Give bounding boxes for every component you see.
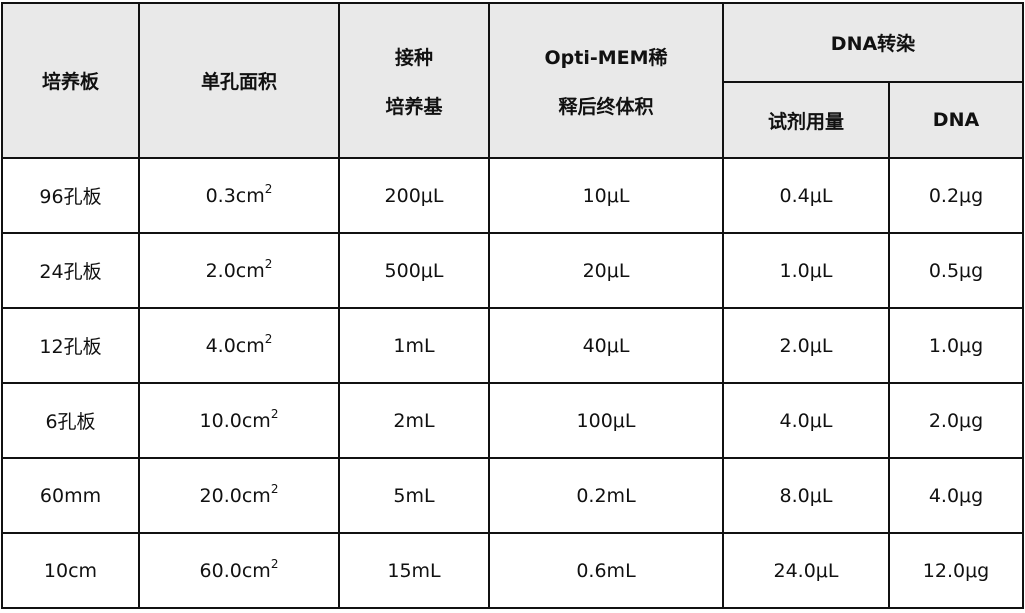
cell-area: 10.0cm2	[138, 382, 340, 459]
cell-optimem-text: 100μL	[576, 409, 636, 432]
cell-dna: 2.0μg	[888, 382, 1024, 459]
table-row: 12孔板 4.0cm2 1mL 40μL 2.0μL 1.0μg	[1, 307, 1024, 384]
cell-area-text: 2.0cm	[205, 259, 265, 282]
cell-dna-text: 4.0μg	[928, 484, 984, 507]
cell-area: 4.0cm2	[138, 307, 340, 384]
header-medium-line1: 接种	[394, 46, 433, 69]
cell-reagent-text: 1.0μL	[779, 259, 833, 282]
cell-plate-text: 12孔板	[39, 336, 102, 358]
cell-area: 0.3cm2	[138, 157, 340, 234]
header-medium-line2: 培养基	[385, 95, 443, 118]
cell-reagent-text: 8.0μL	[779, 484, 833, 507]
cell-medium-text: 2mL	[393, 409, 435, 432]
cell-reagent: 8.0μL	[722, 457, 890, 534]
cell-plate: 96孔板	[1, 157, 140, 234]
cell-area-text: 0.3cm	[205, 184, 265, 207]
cell-optimem-text: 0.6mL	[576, 559, 636, 582]
cell-plate: 60mm	[1, 457, 140, 534]
cell-area-text: 4.0cm	[205, 334, 265, 357]
cell-medium-text: 200μL	[384, 184, 444, 207]
cell-plate-text: 24孔板	[39, 261, 102, 283]
table-row: 60mm 20.0cm2 5mL 0.2mL 8.0μL 4.0μg	[1, 457, 1024, 534]
cell-medium-text: 15mL	[387, 559, 441, 582]
cell-reagent-text: 24.0μL	[773, 559, 839, 582]
superscript: 2	[264, 256, 273, 271]
cell-dna-text: 2.0μg	[928, 409, 984, 432]
cell-medium-text: 500μL	[384, 259, 444, 282]
header-medium: 接种培养基	[338, 2, 490, 159]
table-row: 10cm 60.0cm2 15mL 0.6mL 24.0μL 12.0μg	[1, 532, 1024, 609]
cell-reagent: 0.4μL	[722, 157, 890, 234]
cell-optimem: 10μL	[488, 157, 724, 234]
cell-medium: 200μL	[338, 157, 490, 234]
superscript: 2	[270, 406, 279, 421]
cell-plate: 10cm	[1, 532, 140, 609]
cell-medium-text: 1mL	[393, 334, 435, 357]
cell-dna-text: 0.2μg	[928, 184, 984, 207]
superscript: 2	[270, 481, 279, 496]
cell-optimem-text: 40μL	[582, 334, 630, 357]
cell-optimem: 100μL	[488, 382, 724, 459]
header-reagent: 试剂用量	[722, 81, 890, 159]
cell-reagent-text: 2.0μL	[779, 334, 833, 357]
table-row: 6孔板 10.0cm2 2mL 100μL 4.0μL 2.0μg	[1, 382, 1024, 459]
cell-plate-text: 10cm	[43, 559, 98, 582]
header-dna: DNA	[888, 81, 1024, 159]
cell-reagent: 4.0μL	[722, 382, 890, 459]
cell-medium: 15mL	[338, 532, 490, 609]
cell-area: 2.0cm2	[138, 232, 340, 309]
cell-area: 60.0cm2	[138, 532, 340, 609]
cell-dna-text: 1.0μg	[928, 334, 984, 357]
cell-plate: 12孔板	[1, 307, 140, 384]
cell-dna: 1.0μg	[888, 307, 1024, 384]
cell-optimem-text: 0.2mL	[576, 484, 636, 507]
superscript: 2	[264, 181, 273, 196]
cell-area: 20.0cm2	[138, 457, 340, 534]
cell-reagent-text: 4.0μL	[779, 409, 833, 432]
cell-dna-text: 0.5μg	[928, 259, 984, 282]
cell-medium: 2mL	[338, 382, 490, 459]
table-row: 96孔板 0.3cm2 200μL 10μL 0.4μL 0.2μg	[1, 157, 1024, 234]
cell-area-text: 10.0cm	[199, 409, 271, 432]
cell-reagent-text: 0.4μL	[779, 184, 833, 207]
cell-area-text: 20.0cm	[199, 484, 271, 507]
header-optimem: Opti-MEM稀释后终体积	[488, 2, 724, 159]
cell-plate: 6孔板	[1, 382, 140, 459]
cell-dna: 0.5μg	[888, 232, 1024, 309]
table-row: 24孔板 2.0cm2 500μL 20μL 1.0μL 0.5μg	[1, 232, 1024, 309]
header-area: 单孔面积	[138, 2, 340, 159]
cell-optimem: 0.6mL	[488, 532, 724, 609]
cell-medium: 500μL	[338, 232, 490, 309]
header-optimem-line1: Opti-MEM稀	[544, 46, 668, 69]
cell-reagent: 1.0μL	[722, 232, 890, 309]
cell-plate: 24孔板	[1, 232, 140, 309]
cell-dna-text: 12.0μg	[922, 559, 990, 582]
header-optimem-line2: 释后终体积	[558, 95, 654, 118]
cell-plate-text: 6孔板	[45, 411, 96, 433]
cell-dna: 12.0μg	[888, 532, 1024, 609]
cell-optimem: 40μL	[488, 307, 724, 384]
cell-medium: 1mL	[338, 307, 490, 384]
header-dna-transfection: DNA转染	[722, 2, 1024, 83]
cell-optimem-text: 10μL	[582, 184, 630, 207]
cell-optimem: 20μL	[488, 232, 724, 309]
superscript: 2	[264, 331, 273, 346]
cell-reagent: 24.0μL	[722, 532, 890, 609]
cell-medium: 5mL	[338, 457, 490, 534]
cell-dna: 0.2μg	[888, 157, 1024, 234]
cell-medium-text: 5mL	[393, 484, 435, 507]
cell-dna: 4.0μg	[888, 457, 1024, 534]
cell-plate-text: 96孔板	[39, 186, 102, 208]
cell-reagent: 2.0μL	[722, 307, 890, 384]
cell-plate-text: 60mm	[39, 484, 102, 507]
cell-area-text: 60.0cm	[199, 559, 271, 582]
cell-optimem-text: 20μL	[582, 259, 630, 282]
header-plate: 培养板	[1, 2, 140, 159]
superscript: 2	[270, 556, 279, 571]
cell-optimem: 0.2mL	[488, 457, 724, 534]
